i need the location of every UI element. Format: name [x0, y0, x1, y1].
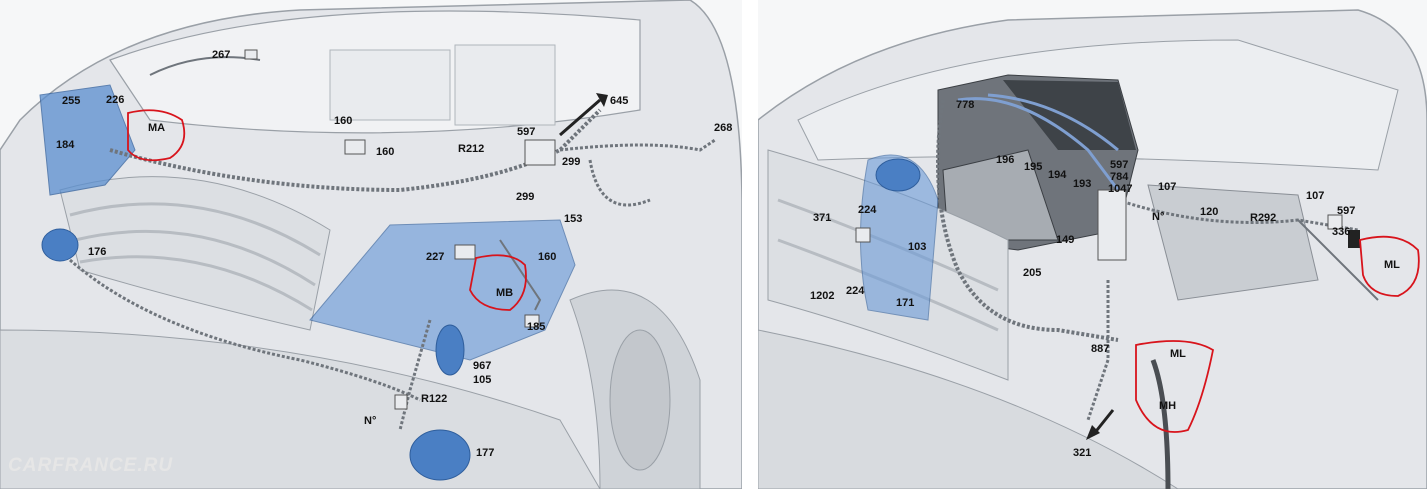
label-195: 195 — [1024, 161, 1042, 173]
watermark: CARFRANCE.RU — [8, 455, 174, 476]
diagram-left-panel: 267 255 226 184 645 160 160 597 R212 299… — [0, 0, 742, 489]
label-107-b: 107 — [1306, 190, 1324, 202]
label-226: 226 — [106, 94, 124, 106]
label-194: 194 — [1048, 169, 1067, 181]
left-headlight — [39, 84, 136, 196]
label-R292: R292 — [1250, 212, 1276, 224]
label-371: 371 — [813, 212, 831, 224]
label-967: 967 — [473, 360, 491, 372]
label-227: 227 — [426, 251, 444, 263]
diagram-right-panel: 778 196 195 194 193 597 784 1047 107 107… — [758, 0, 1427, 489]
label-R122: R122 — [421, 393, 447, 405]
zone-MA: MA — [148, 122, 165, 134]
label-205: 205 — [1023, 267, 1041, 279]
label-184: 184 — [56, 139, 75, 151]
label-153: 153 — [564, 213, 582, 225]
zone-ML-battery: ML — [1384, 259, 1400, 271]
label-267: 267 — [212, 49, 230, 61]
label-336: 336 — [1332, 226, 1350, 238]
label-160-c: 160 — [538, 251, 556, 263]
label-597-b: 597 — [1337, 205, 1355, 217]
harness-engine — [936, 99, 1119, 342]
label-1202: 1202 — [810, 290, 834, 302]
label-176: 176 — [88, 246, 106, 258]
label-160-a: 160 — [334, 115, 352, 127]
label-177: 177 — [476, 447, 494, 459]
label-224-b: 224 — [846, 285, 865, 297]
label-597-a: 597 — [1110, 159, 1128, 171]
label-268: 268 — [714, 122, 732, 134]
label-105: 105 — [473, 374, 491, 386]
fog-lamp-left — [41, 228, 79, 262]
label-784: 784 — [1110, 171, 1129, 183]
zone-circle-MA — [127, 109, 186, 162]
label-299-b: 299 — [516, 191, 534, 203]
label-149: 149 — [1056, 234, 1074, 246]
label-171: 171 — [896, 297, 914, 309]
label-196: 196 — [996, 154, 1014, 166]
battery-ecu — [1147, 184, 1319, 301]
headlamp-right — [860, 154, 939, 321]
label-778: 778 — [956, 99, 974, 111]
label-597: 597 — [517, 126, 535, 138]
label-185: 185 — [527, 321, 545, 333]
label-887: 887 — [1091, 343, 1109, 355]
label-645: 645 — [610, 95, 628, 107]
label-N-right: N° — [1152, 211, 1164, 223]
zone-MH: MH — [1159, 400, 1176, 412]
zone-circle-MB — [469, 254, 527, 311]
label-103: 103 — [908, 241, 926, 253]
label-N: N° — [364, 415, 376, 427]
air-filter-housing — [1003, 80, 1136, 150]
label-1047: 1047 — [1108, 183, 1132, 195]
zone-MB: MB — [496, 287, 513, 299]
label-321: 321 — [1073, 447, 1091, 459]
right-headlight — [309, 219, 576, 361]
label-107-a: 107 — [1158, 181, 1176, 193]
label-160-b: 160 — [376, 146, 394, 158]
label-255: 255 — [62, 95, 80, 107]
wiring-harness — [109, 108, 602, 193]
left-diagram-svg: 267 255 226 184 645 160 160 597 R212 299… — [0, 0, 742, 489]
zone-circle-ML-battery — [1359, 235, 1420, 297]
right-diagram-svg: 778 196 195 194 193 597 784 1047 107 107… — [758, 0, 1427, 489]
label-299-a: 299 — [562, 156, 580, 168]
arrow-645 — [559, 98, 601, 137]
label-120: 120 — [1200, 206, 1218, 218]
label-193: 193 — [1073, 178, 1091, 190]
fog-lamp-right — [409, 429, 471, 481]
label-224-a: 224 — [858, 204, 877, 216]
horn — [435, 324, 465, 376]
label-R212: R212 — [458, 143, 484, 155]
zone-ML-lower: ML — [1170, 348, 1186, 360]
zone-circle-ML-MH — [1135, 340, 1215, 433]
